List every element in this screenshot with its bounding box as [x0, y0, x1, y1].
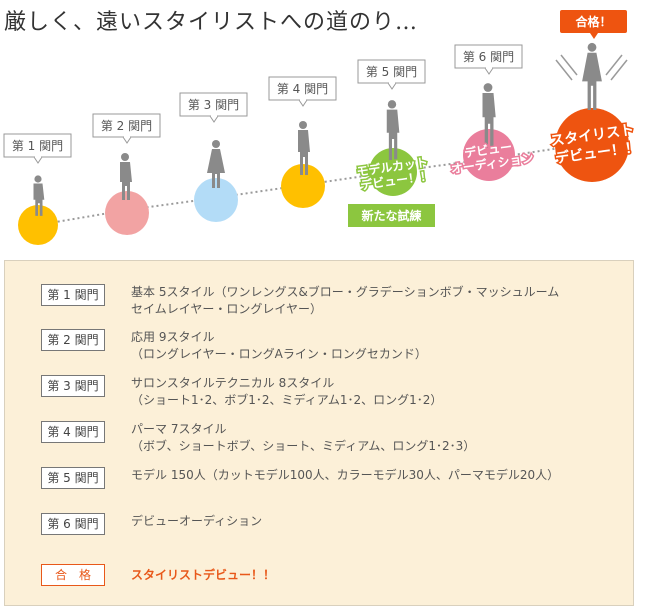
stage-6-label: 第 6 関門: [463, 50, 514, 64]
stage-6-circle-text: デビュー オーディション: [448, 136, 534, 176]
gate-description: 応用 9スタイル （ロングレイヤー・ロングAライン・ロングセカンド）: [131, 330, 427, 361]
stage-6: 第 6 関門 デビュー オーディション: [448, 44, 536, 181]
goal-callout: [560, 10, 627, 33]
stage-5: 第 5 関門 モデルカット デビュー！！ 新たな試練: [348, 59, 435, 227]
gate-description: 基本 5スタイル（ワンレングス&ブロー・グラデーションボブ・マッシュルーム セイ…: [131, 285, 560, 316]
stage-4: 第 4 関門: [268, 76, 337, 208]
gate-row-6: 第 6 関門 デビューオーディション: [41, 513, 262, 535]
road-to-stylist-illustration: 第 1 関門 第 2 関門 第 3 関門 第 4 関門: [3, 10, 641, 245]
stage-5-circle: [369, 148, 417, 196]
stage-3-circle: [194, 178, 238, 222]
gate-badge: 第 1 関門: [41, 284, 105, 306]
gate-description: デビューオーディション: [131, 514, 263, 528]
page-title: 厳しく、遠いスタイリストへの道のり…: [4, 10, 419, 35]
person-silhouette-icon: [386, 100, 400, 160]
gate-description: サロンスタイルテクニカル 8スタイル （ショート1･2、ボブ1･2、ミディアム1…: [131, 376, 443, 407]
goal-circle: [555, 108, 629, 182]
stage-1-circle: [18, 205, 58, 245]
gate-description: パーマ 7スタイル （ボブ、ショートボブ、ショート、ミディアム、ロング1･2･3…: [131, 422, 476, 453]
gate-badge: 第 4 関門: [41, 421, 105, 443]
stage-4-circle: [281, 164, 325, 208]
stage-4-label: 第 4 関門: [277, 82, 328, 96]
goal-description: スタイリストデビュー！！: [131, 568, 276, 582]
gate-badge: 第 2 関門: [41, 329, 105, 351]
stage-5-label: 第 5 関門: [366, 65, 417, 79]
stage-2: 第 2 関門: [92, 113, 161, 235]
gate-badge: 第 6 関門: [41, 513, 105, 535]
goal-stage: 合格！ スタイリスト デビュー！！: [548, 10, 641, 182]
goal-label: 合格！: [575, 14, 611, 29]
stage-1: 第 1 関門: [3, 133, 72, 245]
stage-2-circle: [105, 191, 149, 235]
gate-list-panel: 第 1 関門 基本 5スタイル（ワンレングス&ブロー・グラデーションボブ・マッシ…: [4, 260, 634, 606]
gate-row-3: 第 3 関門 サロンスタイルテクニカル 8スタイル （ショート1･2、ボブ1･2…: [41, 375, 442, 409]
stage-5-circle-text: モデルカット デビュー！！: [356, 154, 435, 193]
stage-1-label: 第 1 関門: [12, 139, 63, 153]
gate-row-2: 第 2 関門 応用 9スタイル （ロングレイヤー・ロングAライン・ロングセカンド…: [41, 329, 427, 363]
gate-description: モデル 150人（カットモデル100人、カラーモデル30人、パーマモデル20人）: [131, 468, 560, 482]
person-silhouette-icon: [298, 121, 310, 175]
stage-3-label: 第 3 関門: [188, 98, 239, 112]
stage-2-label: 第 2 関門: [101, 119, 152, 133]
stage-3: 第 3 関門: [179, 92, 248, 222]
stage-5-ribbon: [348, 204, 435, 227]
person-silhouette-icon: [120, 153, 132, 200]
gate-badge: 第 3 関門: [41, 375, 105, 397]
gate-row-4: 第 4 関門 パーマ 7スタイル （ボブ、ショートボブ、ショート、ミディアム、ロ…: [41, 421, 475, 455]
gate-badge: 第 5 関門: [41, 467, 105, 489]
person-silhouette-icon: [582, 42, 602, 110]
person-silhouette-icon: [482, 83, 496, 148]
goal-row: 合 格 スタイリストデビュー！！: [41, 564, 275, 586]
sparkle-lines-icon: [555, 54, 628, 81]
person-silhouette-icon: [33, 175, 45, 216]
stage-5-ribbon-label: 新たな試練: [361, 208, 421, 223]
gate-row-1: 第 1 関門 基本 5スタイル（ワンレングス&ブロー・グラデーションボブ・マッシ…: [41, 284, 559, 318]
goal-badge: 合 格: [41, 564, 105, 586]
stage-6-circle: [463, 129, 515, 181]
gate-row-5: 第 5 関門 モデル 150人（カットモデル100人、カラーモデル30人、パーマ…: [41, 467, 559, 489]
person-silhouette-icon: [207, 140, 225, 188]
